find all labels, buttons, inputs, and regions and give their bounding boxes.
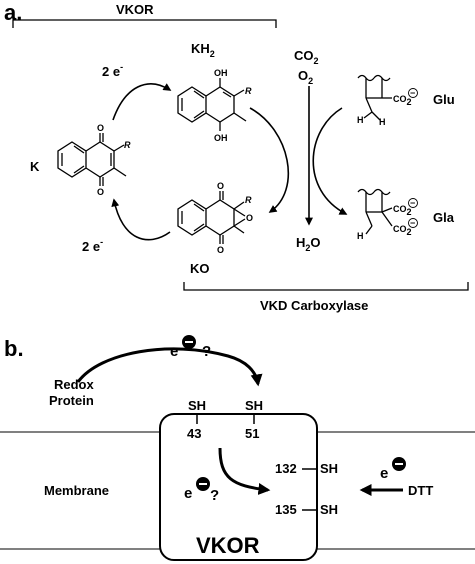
gla-charge-circle-upper	[408, 198, 418, 208]
dtt-label: DTT	[408, 483, 433, 498]
arrow-kh2-to-ko	[249, 107, 290, 213]
ko-epoxide-oxygen: O	[246, 213, 253, 223]
kh2-r-group: R	[245, 86, 252, 96]
electron-top: e	[170, 343, 178, 360]
gla-carboxylate-lower: CO2	[393, 224, 412, 237]
electron-dtt: e	[380, 465, 388, 482]
glu-structure	[357, 74, 392, 121]
glu-h-right: H	[379, 117, 386, 127]
arrow-k-to-kh2	[112, 83, 172, 121]
gla-structure	[357, 188, 393, 235]
electron-inner-minus	[199, 483, 207, 485]
gla-carboxylate-upper: CO2	[393, 204, 412, 217]
sh-43: SH	[188, 398, 206, 413]
panel-b-label: b.	[4, 336, 24, 361]
residue-132: 132	[275, 461, 297, 476]
h2o-label: H2O	[296, 235, 321, 253]
co2-label: CO2	[294, 48, 319, 66]
species-ko: KO	[190, 261, 210, 276]
residue-135: 135	[275, 502, 297, 517]
species-k: K	[30, 159, 40, 174]
k-oxygen-bottom: O	[97, 187, 104, 197]
glu-charge: −	[410, 88, 415, 98]
sh-51: SH	[245, 398, 263, 413]
kh2-oh-top: OH	[214, 68, 228, 78]
glu-label: Glu	[433, 92, 455, 107]
electron-inner-question: ?	[210, 487, 219, 504]
electrons-top: 2 e-	[102, 62, 123, 79]
ko-oxygen-top: O	[217, 181, 224, 191]
vkor-bracket	[12, 19, 277, 28]
ko-r-group: R	[245, 195, 252, 205]
glu-charge-circle	[408, 88, 418, 98]
sh-132: SH	[320, 461, 338, 476]
carboxylase-bracket-label: VKD Carboxylase	[260, 298, 368, 313]
species-kh2: KH2	[191, 41, 215, 59]
ko-structure	[177, 191, 246, 244]
gla-h: H	[357, 231, 364, 241]
arrow-glu-to-gla	[312, 107, 348, 215]
electron-inner: e	[184, 485, 192, 502]
residue-43: 43	[187, 426, 201, 441]
vitamin-k-structure	[57, 133, 127, 186]
residue-51: 51	[245, 426, 259, 441]
arrow-43-to-132	[218, 447, 271, 495]
vkor-box-label: VKOR	[196, 533, 260, 558]
gla-charge-circle-lower	[408, 218, 418, 228]
k-r-group: R	[124, 140, 131, 150]
ko-oxygen-bottom: O	[217, 245, 224, 255]
vkor-protein-box	[159, 413, 318, 561]
electron-top-question: ?	[202, 343, 211, 360]
kh2-oh-bottom: OH	[214, 133, 228, 143]
carboxylase-bracket	[183, 282, 469, 291]
sh-135: SH	[320, 502, 338, 517]
gla-charge-upper: −	[410, 198, 415, 208]
membrane-label: Membrane	[44, 483, 109, 498]
electron-top-minus	[185, 341, 193, 343]
o2-label: O2	[298, 68, 313, 86]
panel-a-label: a.	[4, 0, 22, 25]
vkor-bracket-label: VKOR	[116, 2, 154, 17]
redox-label-line2: Protein	[49, 393, 94, 408]
arrow-ko-to-k	[111, 198, 171, 241]
k-oxygen-top: O	[97, 123, 104, 133]
gla-label: Gla	[433, 210, 455, 225]
kh2-structure	[177, 78, 247, 131]
glu-h-left: H	[357, 115, 364, 125]
gla-charge-lower: −	[410, 218, 415, 228]
arrow-redox-to-vkor	[76, 347, 263, 387]
electron-dtt-minus	[395, 463, 403, 465]
glu-carboxylate: CO2	[393, 94, 412, 107]
electrons-bottom: 2 e-	[82, 237, 103, 254]
redox-label-line1: Redox	[54, 377, 95, 392]
